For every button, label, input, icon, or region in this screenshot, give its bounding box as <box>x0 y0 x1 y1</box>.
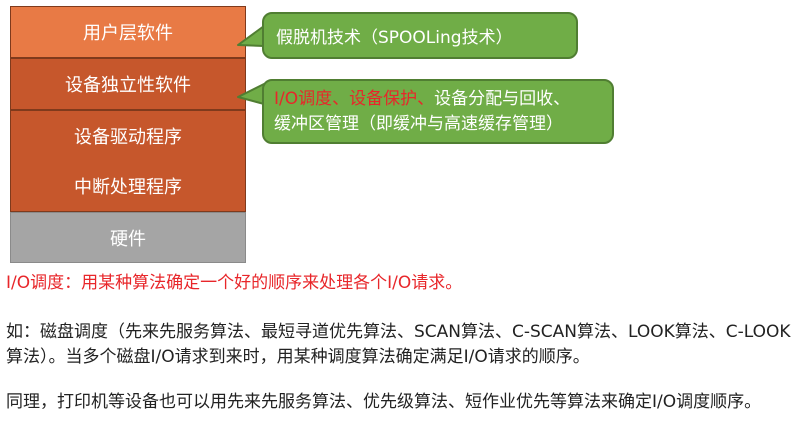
layer-hardware: 硬件 <box>10 212 246 263</box>
layer-user-software: 用户层软件 <box>10 6 246 58</box>
callout-io-functions: I/O调度、设备保护、设备分配与回收、 缓冲区管理（即缓冲与高速缓存管理） <box>262 79 614 144</box>
layer-driver-label: 设备驱动程序 <box>74 127 182 148</box>
callout-io-highlight: I/O调度、设备保护、 <box>274 89 435 109</box>
callout-io-line1-rest: 设备分配与回收、 <box>434 89 571 109</box>
layer-user-label: 用户层软件 <box>83 23 173 44</box>
callout-io-line2: 缓冲区管理（即缓冲与高速缓存管理） <box>274 114 563 134</box>
paragraph-io-text: 用某种算法确定一个好的顺序来处理各个I/O请求。 <box>81 273 463 293</box>
layer-interrupt-label: 中断处理程序 <box>74 177 182 198</box>
layer-hardware-label: 硬件 <box>110 228 146 250</box>
paragraph-io-label: I/O调度： <box>6 273 82 293</box>
layer-indep-label: 设备独立性软件 <box>65 75 191 96</box>
paragraph-printer-scheduling: 同理，打印机等设备也可以用先来先服务算法、优先级算法、短作业优先等算法来确定I/… <box>6 392 762 412</box>
callout-io-line1: I/O调度、设备保护、设备分配与回收、 <box>274 87 612 112</box>
layer-driver-and-interrupt: 设备驱动程序 中断处理程序 <box>10 110 246 212</box>
callout-pointer-spool <box>237 25 265 47</box>
layer-device-independent-software: 设备独立性软件 <box>10 58 246 110</box>
paragraph-disk-scheduling: 如：磁盘调度（先来先服务算法、最短寻道优先算法、SCAN算法、C-SCAN算法、… <box>6 322 791 367</box>
callout-spooling-text: 假脱机技术（SPOOLing技术） <box>276 28 513 48</box>
callout-spooling: 假脱机技术（SPOOLing技术） <box>262 12 578 59</box>
paragraph-io-scheduling-definition: I/O调度：用某种算法确定一个好的顺序来处理各个I/O请求。 <box>6 271 462 296</box>
callout-pointer-io <box>237 83 265 105</box>
